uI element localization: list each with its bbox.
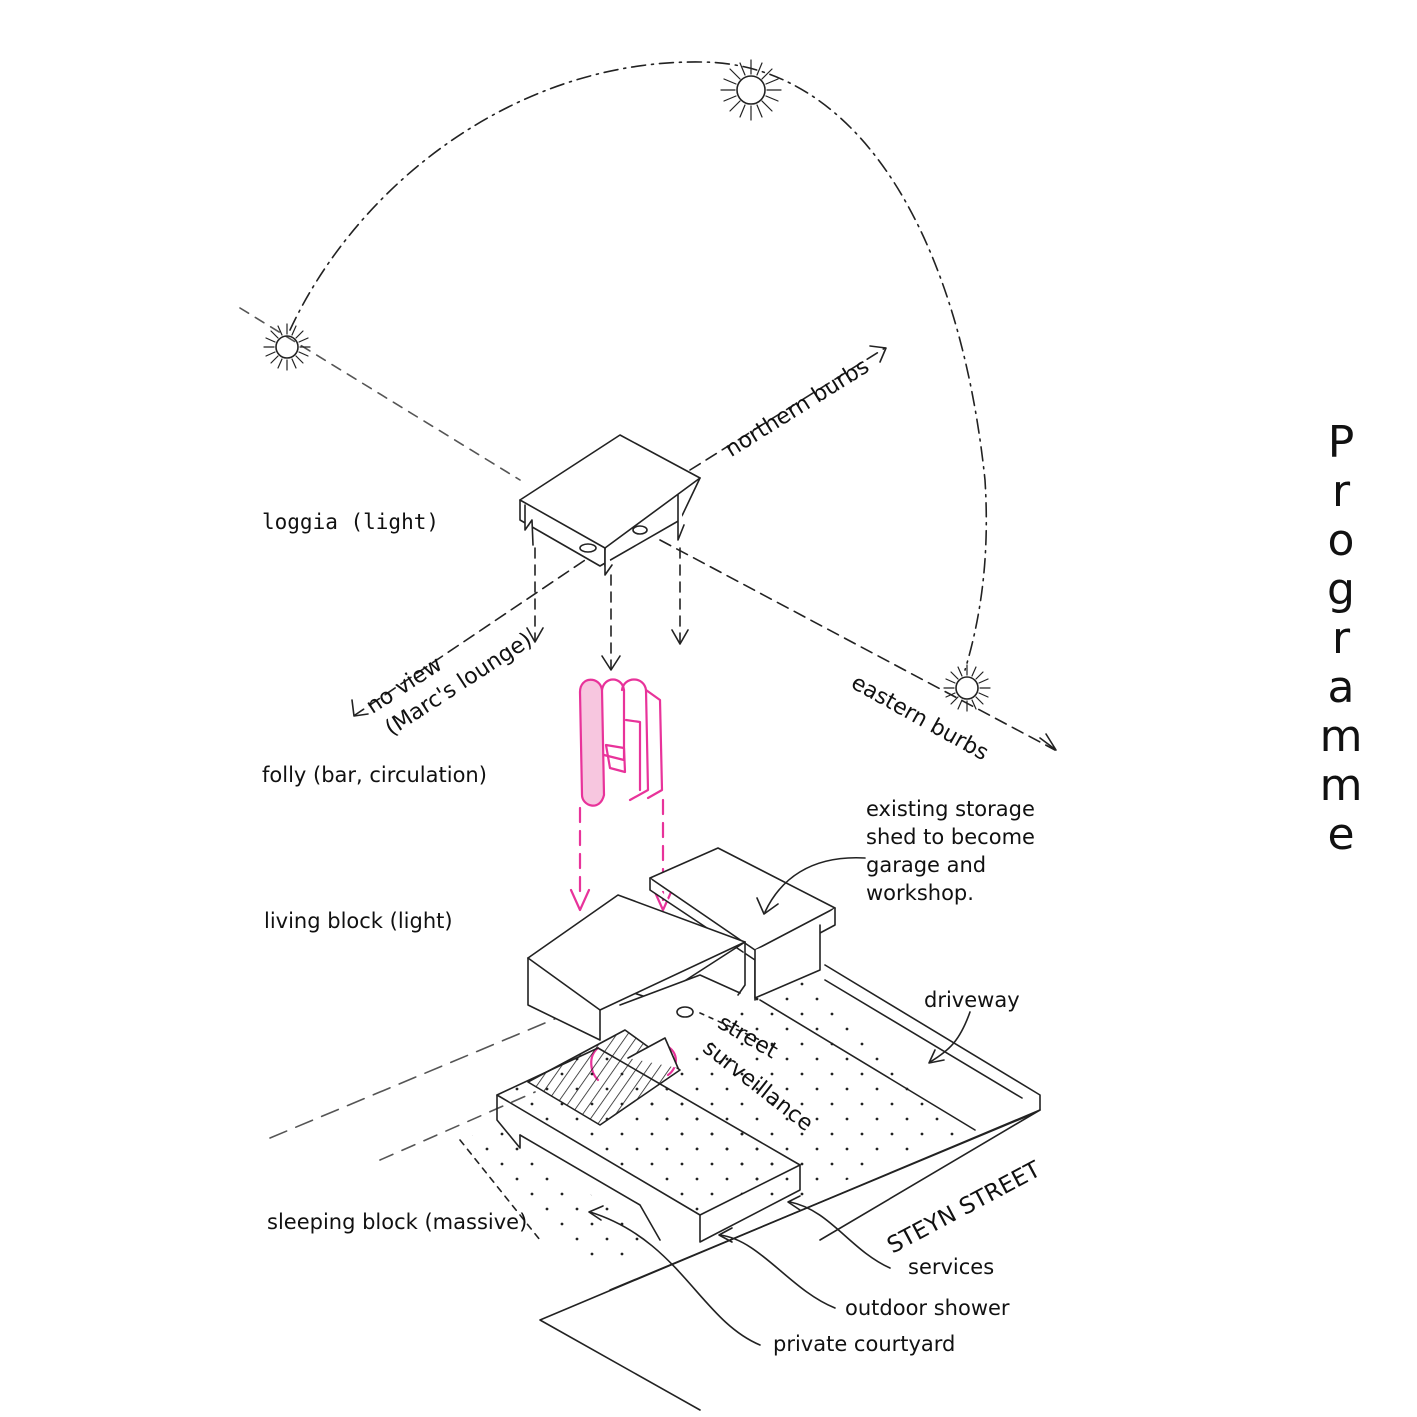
- view-axis-noview: [354, 549, 601, 716]
- storage-leader: [764, 857, 866, 913]
- driveway-edge: [819, 964, 1041, 1241]
- folly-element: [569, 678, 677, 1082]
- title-letter: a: [1327, 662, 1355, 713]
- living-block-label: living block (light): [264, 909, 453, 933]
- services-leader: [789, 1201, 891, 1269]
- title-letter: g: [1327, 564, 1355, 615]
- sun-icon-east: [943, 664, 991, 712]
- driveway-leader: [929, 1011, 971, 1063]
- folly-label: folly (bar, circulation): [262, 763, 487, 787]
- title-letter: o: [1327, 515, 1355, 566]
- title-letter: r: [1331, 466, 1351, 517]
- noview-arrowhead: [351, 699, 369, 717]
- courtyard-area: [460, 1125, 650, 1270]
- sun-path-arc: [289, 61, 988, 671]
- loggia-box: [519, 434, 701, 576]
- eastern-arrowhead: [1039, 733, 1057, 751]
- driveway-label: driveway: [924, 988, 1020, 1012]
- title-letter: e: [1327, 809, 1355, 860]
- title-letter: r: [1331, 613, 1351, 664]
- northern-arrowhead: [869, 345, 887, 363]
- private-courtyard-label: private courtyard: [773, 1332, 956, 1356]
- storage-note: existing storage shed to become garage a…: [866, 795, 1035, 907]
- sun-icon-north: [720, 59, 782, 121]
- view-axis-northern: [689, 347, 886, 471]
- courtyard-leader: [589, 1211, 761, 1346]
- sun-icon-west: [263, 323, 311, 371]
- loggia-label: loggia (light): [262, 510, 440, 534]
- outdoor-shower-label: outdoor shower: [845, 1296, 1010, 1320]
- shower-leader: [719, 1234, 836, 1309]
- plot-boundary-dashed: [269, 999, 601, 1139]
- storage-note-line: shed to become: [866, 825, 1035, 849]
- title-letter: P: [1327, 417, 1355, 468]
- storage-note-line: existing storage: [866, 797, 1035, 821]
- title-letter: m: [1319, 711, 1363, 762]
- title-letter: m: [1319, 760, 1363, 811]
- storage-note-line: garage and: [866, 853, 987, 877]
- sleeping-block: [496, 1029, 801, 1243]
- sleeping-block-label: sleeping block (massive): [267, 1210, 528, 1234]
- view-axis-eastern: [659, 539, 1056, 751]
- living-block: [527, 894, 761, 1041]
- services-label: services: [908, 1255, 995, 1279]
- page-title: P r o g r a m m e: [1316, 418, 1366, 859]
- storage-note-line: workshop.: [866, 881, 974, 905]
